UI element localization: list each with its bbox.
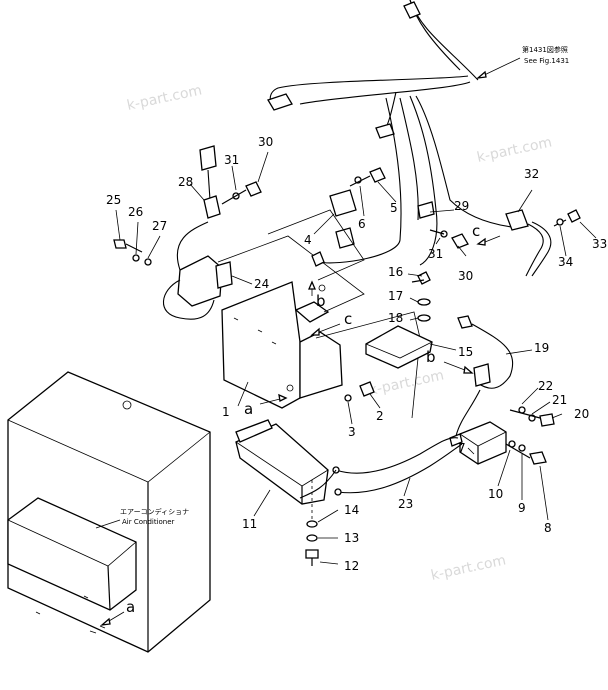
arrowhead-a-left — [278, 393, 288, 402]
panel-outline-4 — [267, 209, 365, 281]
harness-23 — [299, 437, 463, 499]
callout-6: 6 — [358, 217, 366, 231]
callout-21: 21 — [552, 393, 567, 407]
callout-30: 30 — [458, 269, 473, 283]
washer-34 — [556, 218, 564, 226]
arrowhead-c-left — [310, 327, 320, 336]
callout-27: 27 — [152, 219, 167, 233]
letter-a-main: a — [244, 400, 253, 418]
bracket-outline-2 — [315, 311, 421, 419]
aircon-note-en: Air Conditioner — [122, 518, 175, 526]
washer-18 — [417, 314, 431, 322]
watermark: k-part.com — [126, 82, 204, 114]
box-24 — [162, 221, 233, 320]
letter-c-upper: c — [344, 310, 352, 328]
callout-9: 9 — [518, 501, 526, 515]
bolt-stack — [305, 480, 319, 566]
callout-34: 34 — [558, 255, 573, 269]
switch-4 — [329, 189, 357, 249]
arrowhead-b-upper — [308, 280, 316, 290]
callout-30: 30 — [258, 135, 273, 149]
callout-24: 24 — [254, 277, 269, 291]
bolt-30-left — [221, 181, 262, 205]
callout-25: 25 — [106, 193, 121, 207]
letter-c-right: c — [472, 222, 480, 240]
callout-19: 19 — [534, 341, 549, 355]
callout-23: 23 — [398, 497, 413, 511]
callout-15: 15 — [458, 345, 473, 359]
watermark: k-part.com — [476, 134, 554, 166]
bolt-2 — [344, 381, 375, 402]
bracket — [221, 281, 343, 409]
callout-12: 12 — [344, 559, 359, 573]
letter-b-upper: b — [316, 292, 326, 310]
leader-lines — [115, 151, 597, 565]
bolt-30-right — [429, 229, 469, 249]
callout-22: 22 — [538, 379, 553, 393]
callout-33: 33 — [592, 237, 607, 251]
bolt-20 — [509, 406, 555, 427]
arrowhead-c-right — [476, 237, 486, 246]
reference-note-jp: 第1431図参照 — [522, 45, 568, 54]
callout-31: 31 — [428, 247, 443, 261]
callout-28: 28 — [178, 175, 193, 189]
clamp-29 — [417, 201, 435, 219]
callout-18: 18 — [388, 311, 403, 325]
callout-4: 4 — [304, 233, 312, 247]
arrowhead-see-fig — [475, 70, 487, 79]
air-conditioner-unit — [7, 371, 211, 653]
callout-7: 7 — [458, 441, 466, 455]
watermark: k-part.com — [430, 552, 508, 584]
callout-11: 11 — [242, 517, 257, 531]
reference-note-en: See Fig.1431 — [524, 57, 569, 65]
bracket-outline — [217, 235, 365, 313]
callout-29: 29 — [454, 199, 469, 213]
bolt-16 — [411, 271, 431, 285]
hole — [318, 284, 326, 292]
letter-b-right: b — [426, 348, 436, 366]
aircon-leader — [95, 519, 121, 529]
callout-8: 8 — [544, 521, 552, 535]
callout-3: 3 — [348, 425, 356, 439]
callout-32: 32 — [524, 167, 539, 181]
callout-1: 1 — [222, 405, 230, 419]
callout-17: 17 — [388, 289, 403, 303]
unit-box — [235, 419, 329, 505]
harness-19 — [455, 315, 514, 437]
bolt-25 — [113, 239, 152, 266]
callout-2: 2 — [376, 409, 384, 423]
aircon-note-jp: エアーコンディショナ — [120, 507, 189, 516]
callout-20: 20 — [574, 407, 589, 421]
relay-7 — [449, 421, 507, 465]
callout-14: 14 — [344, 503, 359, 517]
arrowhead-a-bottom — [99, 617, 111, 626]
callout-31: 31 — [224, 153, 239, 167]
arrowhead-b-right — [463, 365, 474, 374]
callout-5: 5 — [390, 201, 398, 215]
letter-a-aircon: a — [126, 598, 135, 616]
bolt-33 — [553, 209, 581, 227]
wiring-harness — [267, 0, 521, 267]
bracket-28 — [199, 145, 221, 219]
callout-10: 10 — [488, 487, 503, 501]
washer-17 — [417, 298, 431, 306]
relay-15 — [365, 325, 433, 369]
callout-16: 16 — [388, 265, 403, 279]
bolt-8 — [505, 440, 547, 465]
watermark: k-part.com — [368, 367, 446, 399]
connector-32 — [505, 209, 552, 277]
bolt-5 — [349, 167, 386, 187]
callout-13: 13 — [344, 531, 359, 545]
callout-26: 26 — [128, 205, 143, 219]
